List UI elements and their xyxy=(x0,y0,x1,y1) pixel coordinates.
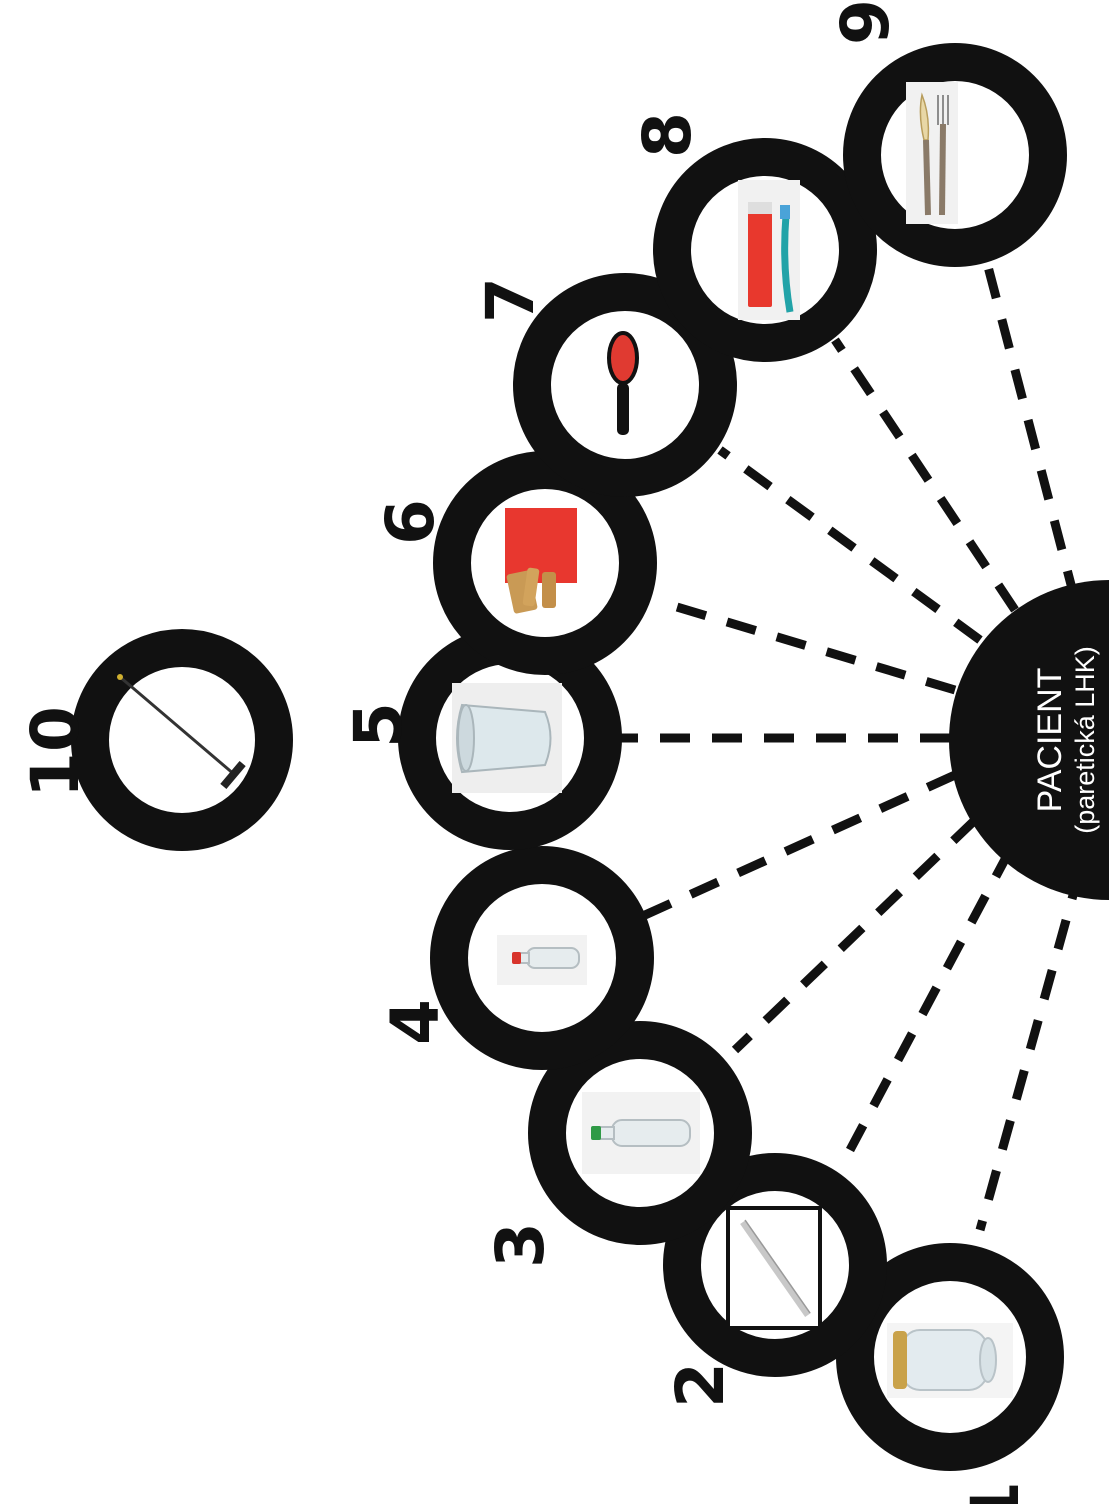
cutlery-icon xyxy=(906,82,958,224)
patient-node: PACIENT (paretická LHK) xyxy=(949,580,1109,900)
patient-subtitle: (paretická LHK) xyxy=(1070,646,1100,834)
jar-icon xyxy=(887,1323,1013,1398)
station-1: 1 xyxy=(836,1243,1064,1504)
station-3-number: 3 xyxy=(482,1222,559,1268)
drinking-glass-icon xyxy=(452,683,562,793)
ruler-icon xyxy=(726,1206,822,1330)
station-6-number: 6 xyxy=(372,499,449,545)
station-9: 9 xyxy=(827,0,1067,267)
station-8: 8 xyxy=(629,112,877,362)
connector-9 xyxy=(980,253,1080,602)
patient-circle xyxy=(949,580,1109,900)
station-7: 7 xyxy=(472,273,737,497)
station-4-number: 4 xyxy=(377,999,454,1045)
clothespins-icon xyxy=(505,508,577,614)
hairbrush-icon xyxy=(607,331,639,435)
station-1-number: 1 xyxy=(957,1481,1034,1504)
station-9-number: 9 xyxy=(827,0,904,45)
connector-1 xyxy=(975,868,1085,1232)
small-bottle-icon xyxy=(497,935,587,985)
connector-lines xyxy=(620,253,1085,1232)
station-7-number: 7 xyxy=(472,277,549,323)
large-bottle-icon xyxy=(582,1092,700,1174)
connector-2 xyxy=(846,847,1014,1153)
connector-3 xyxy=(731,816,979,1054)
station-10-number: 10 xyxy=(17,706,94,798)
station-3: 3 xyxy=(482,1021,752,1268)
station-2-number: 2 xyxy=(662,1362,739,1408)
station-10: 10 xyxy=(17,629,293,851)
connector-6 xyxy=(668,600,957,695)
patient-title: PACIENT xyxy=(1031,668,1069,813)
station-5-number: 5 xyxy=(340,702,417,748)
reacher-icon xyxy=(117,674,246,790)
connector-8 xyxy=(831,337,1019,613)
station-6: 6 xyxy=(372,451,657,675)
station-4: 4 xyxy=(377,846,654,1070)
connector-7 xyxy=(717,446,983,644)
station-8-number: 8 xyxy=(629,112,706,158)
toothbrush-icon xyxy=(738,180,800,320)
station-2: 2 xyxy=(662,1153,887,1408)
connector-4 xyxy=(643,770,957,920)
